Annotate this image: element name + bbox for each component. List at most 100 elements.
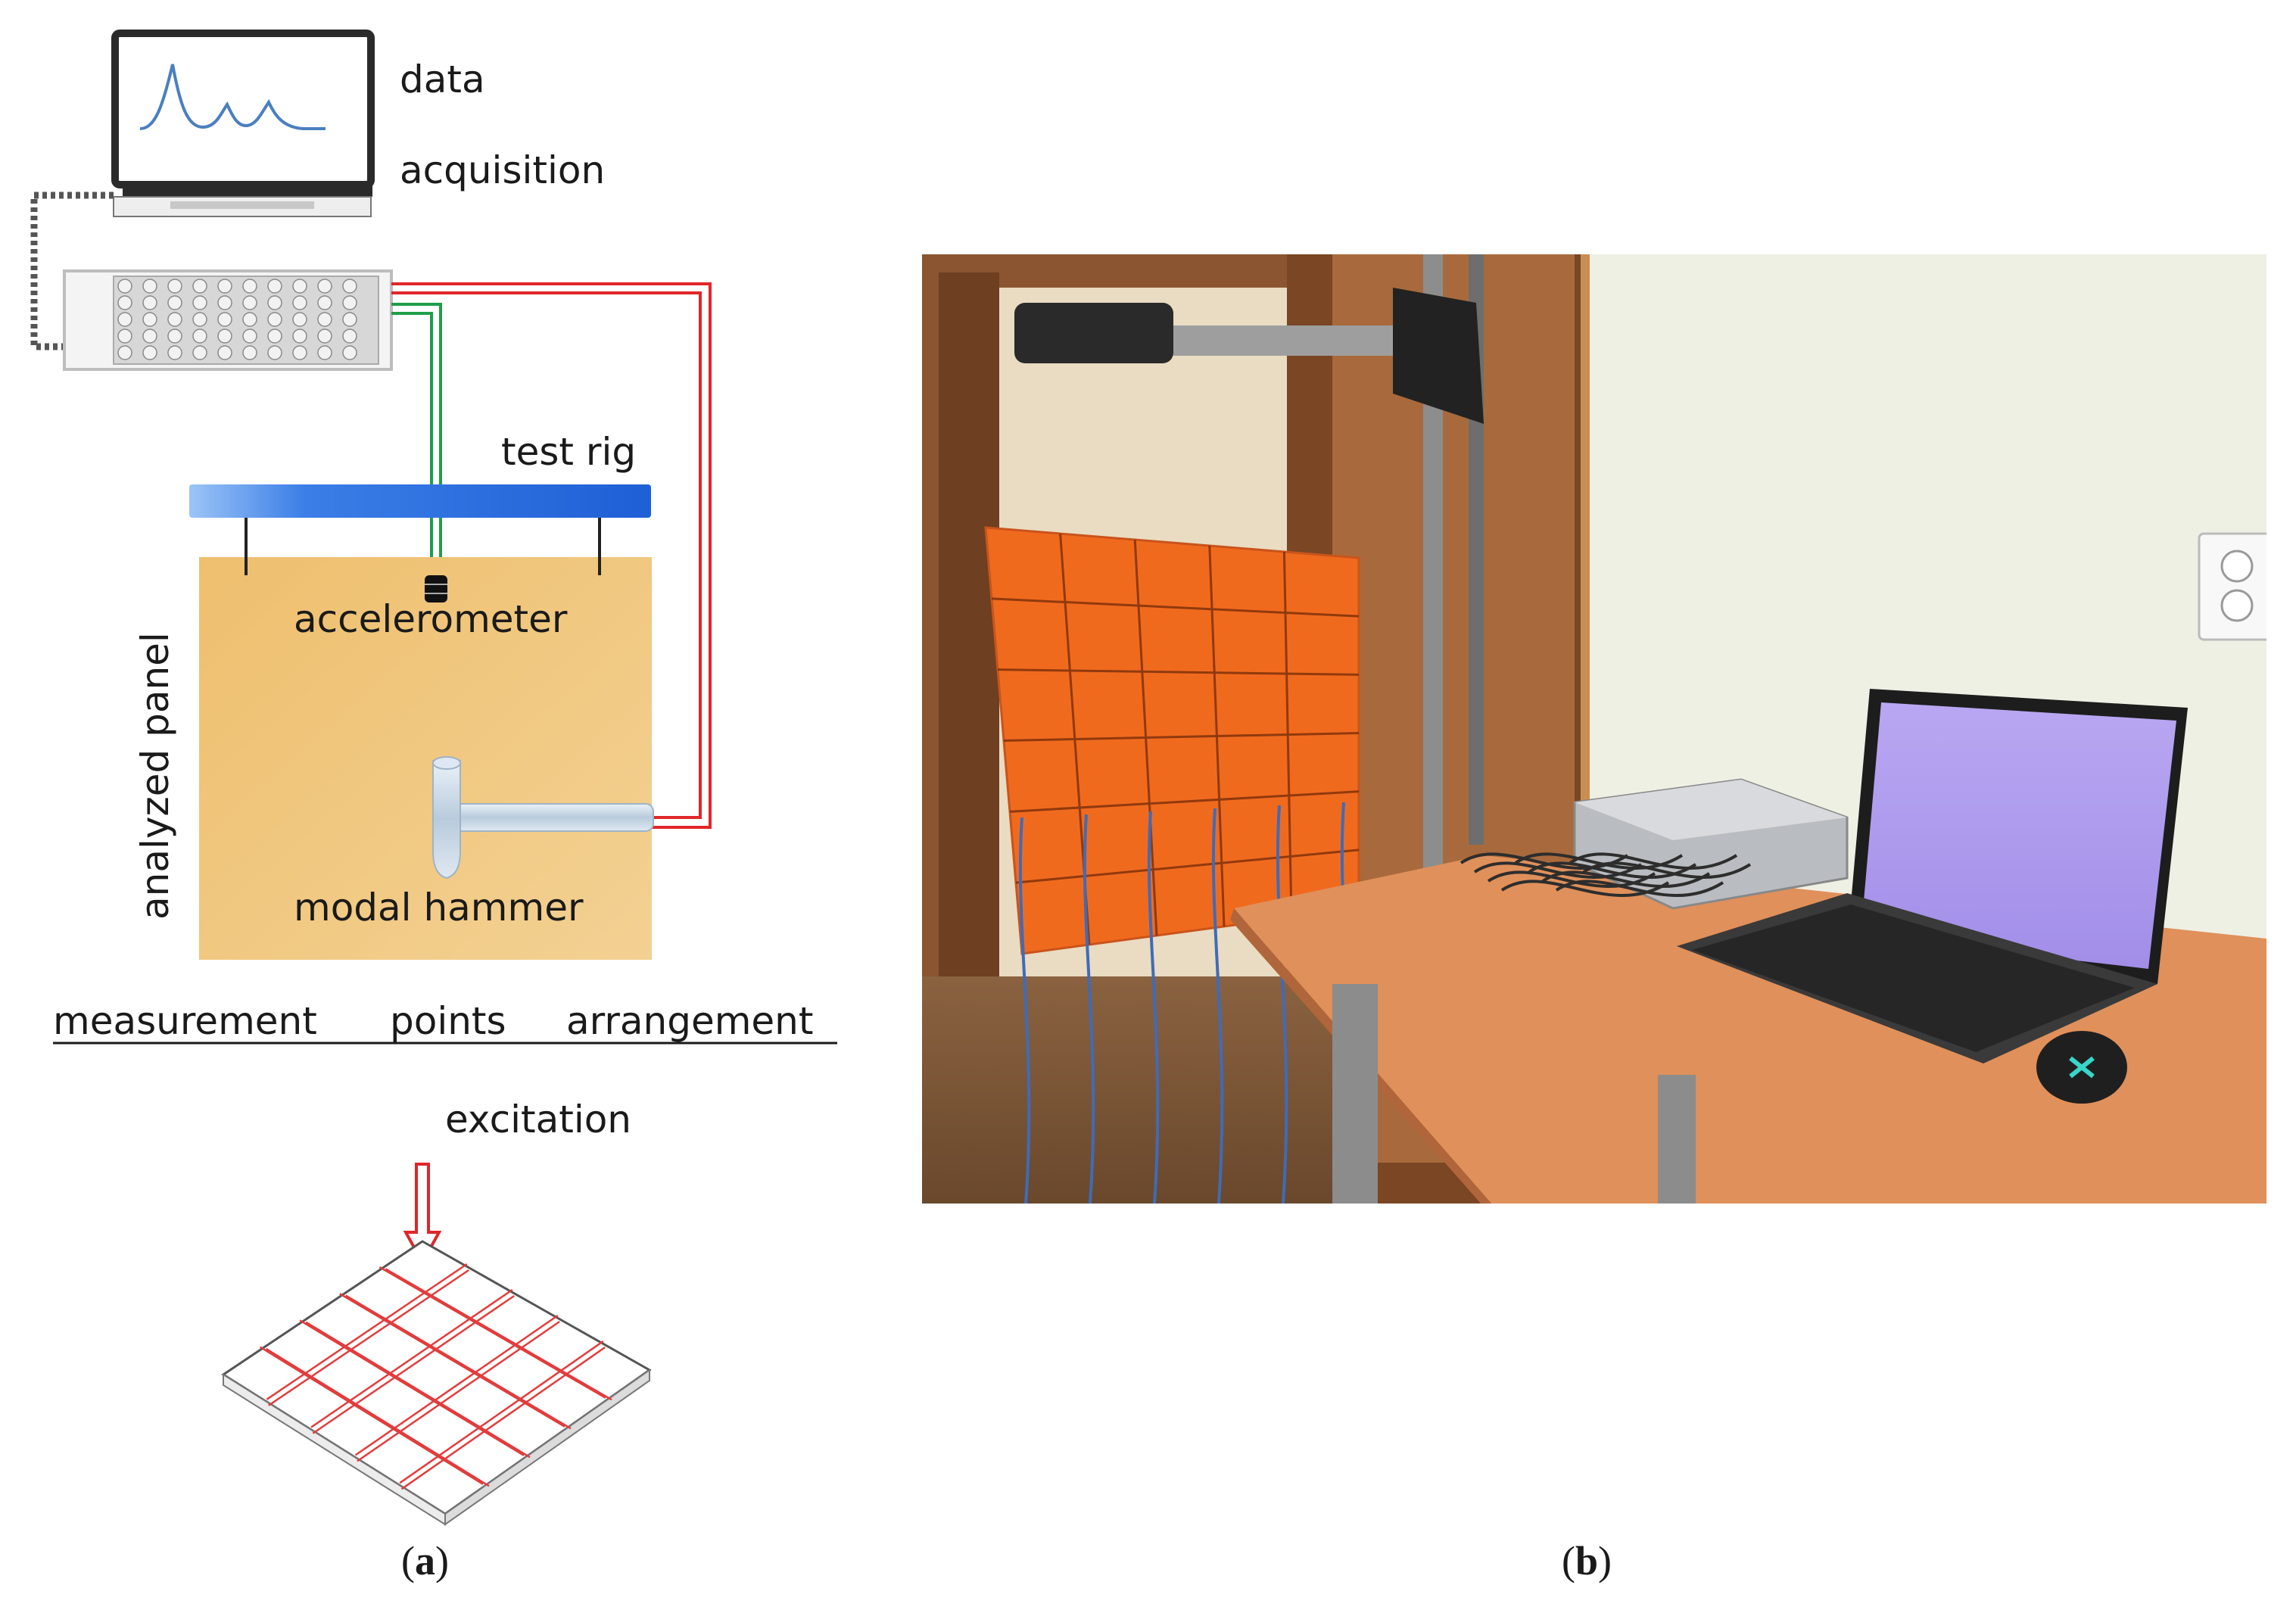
desk-cable	[1555, 880, 1724, 897]
mouse-icon	[2036, 1031, 2127, 1104]
daq-connector	[142, 279, 157, 294]
daq-connector	[267, 279, 282, 294]
daq-connector	[292, 345, 307, 360]
daq-connector	[217, 345, 232, 360]
daq-connector	[192, 279, 207, 294]
daq-connector	[217, 279, 232, 294]
plate-grid-line	[400, 1346, 606, 1490]
test-rig-bar	[189, 484, 651, 518]
plate-grid-line	[268, 1269, 469, 1406]
daq-module-icon	[63, 269, 393, 371]
daq-connector	[317, 345, 332, 360]
daq-connector	[192, 312, 207, 327]
desk-cable	[1582, 861, 1752, 879]
daq-connector	[167, 345, 182, 360]
label-excitation: excitation	[445, 1098, 631, 1141]
plate-grid-line	[305, 1321, 531, 1459]
desk-cable	[1541, 870, 1711, 888]
daq-connector	[317, 312, 332, 327]
daq-connector	[242, 279, 257, 294]
daq-connector	[267, 345, 282, 360]
analyzed-panel	[199, 557, 652, 960]
label-modal-hammer: modal hammer	[294, 886, 584, 929]
label-accelerometer: accelerometer	[294, 597, 568, 641]
daq-connector	[267, 329, 282, 344]
panel-a: data acquisition test rig accelerometer	[30, 30, 837, 1583]
plate-grid-line	[345, 1294, 572, 1430]
daq-connector	[167, 329, 182, 344]
isometric-plate	[221, 1240, 652, 1526]
plate-grid-line	[265, 1347, 490, 1487]
daq-connector	[292, 279, 307, 294]
daq-connector	[192, 329, 207, 344]
desk-cable	[1569, 852, 1738, 870]
label-arrangement: arrangement	[566, 999, 813, 1043]
label-measurement: measurement	[53, 999, 317, 1043]
daq-connector	[242, 345, 257, 360]
panel-grid-line	[997, 668, 1360, 676]
daq-connector	[317, 329, 332, 344]
daq-connector	[242, 312, 257, 327]
daq-connector	[192, 345, 207, 360]
daq-connector	[217, 312, 232, 327]
daq-connector	[142, 312, 157, 327]
daq-connector	[142, 295, 157, 310]
panel-grid-line	[1003, 732, 1360, 742]
daq-connector	[142, 345, 157, 360]
panel-grid-line	[1009, 790, 1360, 813]
daq-connector	[217, 329, 232, 344]
accelerometer-icon	[425, 575, 447, 603]
daq-connector	[117, 345, 132, 360]
sensor-cable	[1276, 805, 1288, 1204]
laptop-icon	[111, 30, 375, 217]
sensor-cable	[1018, 817, 1031, 1204]
panel-b-photo: (b)	[922, 254, 2266, 1583]
sensor-cable	[1083, 814, 1095, 1204]
panel-grid-line	[1015, 849, 1360, 884]
plate-grid-line	[310, 1288, 513, 1428]
label-analyzed-panel: analyzed panel	[133, 632, 177, 920]
panel-grid-line	[991, 597, 1360, 618]
plate-grid-line	[357, 1320, 560, 1462]
daq-connector	[242, 295, 257, 310]
hammer-cable	[391, 282, 712, 829]
plate-grid-line	[399, 1340, 604, 1484]
daq-connector	[117, 329, 132, 344]
plate-grid-line	[312, 1294, 515, 1434]
plate-grid-line	[354, 1314, 559, 1456]
daq-connector	[292, 329, 307, 344]
test-rig-stand	[1014, 254, 1484, 875]
daq-connector	[267, 312, 282, 327]
photo-laptop	[1677, 689, 2188, 1063]
usb-cable	[30, 192, 114, 350]
daq-connector	[342, 312, 357, 327]
plate-grid-line	[266, 1263, 468, 1400]
daq-connector	[192, 295, 207, 310]
caption-a: (a)	[401, 1538, 449, 1583]
accelerometer-cable	[391, 303, 442, 577]
daq-connector	[342, 345, 357, 360]
label-test-rig: test rig	[501, 430, 636, 474]
daq-connector	[167, 279, 182, 294]
daq-connector	[117, 295, 132, 310]
daq-connector	[217, 295, 232, 310]
sensor-cable	[1211, 808, 1224, 1204]
sensor-cable	[1147, 811, 1160, 1204]
modal-hammer-icon	[432, 756, 654, 880]
measurement-points-heading: measurement points arrangement	[53, 999, 837, 1045]
plate-grid-line	[379, 1266, 606, 1399]
daq-connector	[117, 279, 132, 294]
daq-connector	[342, 295, 357, 310]
daq-connector	[117, 312, 132, 327]
daq-connector	[167, 295, 182, 310]
plate-grid-line	[339, 1293, 565, 1428]
daq-connector	[267, 295, 282, 310]
daq-connector	[342, 329, 357, 344]
daq-connector	[142, 329, 157, 344]
desk-cables	[1460, 852, 1752, 897]
label-points: points	[390, 999, 506, 1043]
daq-connector	[167, 312, 182, 327]
label-data: data	[400, 58, 485, 101]
wall-socket-icon	[2198, 532, 2266, 641]
orange-test-panel	[984, 526, 1360, 955]
